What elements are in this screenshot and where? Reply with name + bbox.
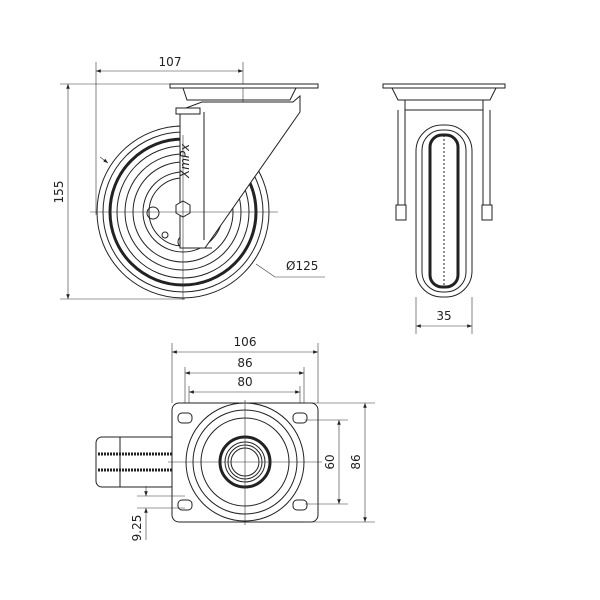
top-view: 106 86 80 60 86 9.25	[95, 335, 375, 542]
front-view: 35	[382, 83, 506, 334]
dim-155: 155	[52, 181, 66, 204]
side-view: 107 155 XmPx Ø125	[52, 55, 325, 300]
dim-86-horizontal: 86	[237, 356, 252, 370]
dim-35: 35	[436, 309, 451, 323]
dim-60: 60	[323, 454, 337, 469]
dim-9-25: 9.25	[130, 515, 144, 542]
dim-86-vertical: 86	[349, 454, 363, 469]
dim-107: 107	[159, 55, 182, 69]
dim-106: 106	[234, 335, 257, 349]
dim-80: 80	[237, 375, 252, 389]
logo: XmPx	[178, 143, 192, 179]
dim-diameter-125: Ø125	[286, 259, 318, 273]
wheel-top	[95, 436, 177, 488]
